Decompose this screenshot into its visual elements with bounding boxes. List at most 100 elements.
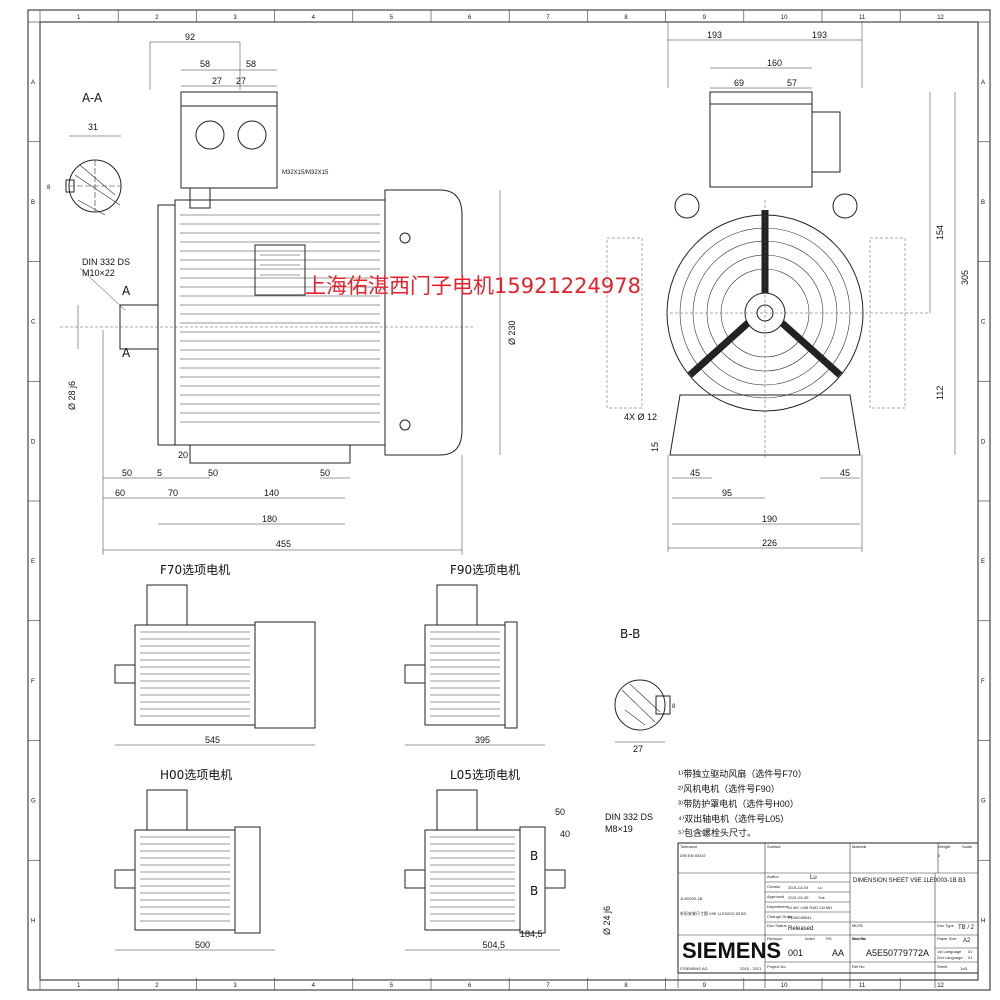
svg-text:15: 15: [650, 442, 660, 452]
variant-length: 395: [475, 735, 490, 745]
svg-text:Ø 28 j6: Ø 28 j6: [67, 381, 77, 410]
variant-title: F90选项电机: [450, 563, 520, 577]
svg-text:92: 92: [185, 32, 195, 42]
variant-length: 545: [205, 735, 220, 745]
svg-text:95: 95: [722, 488, 732, 498]
svg-text:Revision: Revision: [767, 936, 782, 941]
svg-text:PEA0038941: PEA0038941: [788, 915, 812, 920]
svg-text:Scale: Scale: [962, 844, 973, 849]
svg-text:01: 01: [968, 955, 973, 960]
svg-text:DIMENSION SHEET V9E 1LE0003-1B: DIMENSION SHEET V9E 1LE0003-1B B3: [853, 878, 966, 884]
svg-text:Lu: Lu: [818, 885, 822, 890]
row-label: G: [31, 799, 36, 805]
svg-text:112: 112: [935, 386, 945, 400]
siemens-logo: SIEMENS: [682, 938, 781, 963]
svg-text:A2: A2: [963, 938, 971, 944]
column-label: 9: [703, 983, 707, 989]
svg-text:⁵⁾包含螺栓头尺寸。: ⁵⁾包含螺栓头尺寸。: [678, 827, 756, 838]
svg-text:TB / 2: TB / 2: [958, 925, 975, 931]
variant-length: 504,5: [483, 940, 506, 950]
svg-text:Doc Type: Doc Type: [937, 923, 955, 928]
motor-body: [174, 199, 386, 446]
row-label: F: [31, 679, 35, 685]
svg-text:外形安装尺寸图 V9E 1LE0003-1B B3: 外形安装尺寸图 V9E 1LE0003-1B B3: [680, 910, 747, 916]
variant-0: F70选项电机 545: [114, 563, 316, 746]
svg-text:³⁾带防护罩电机（选件号H00）: ³⁾带防护罩电机（选件号H00）: [678, 798, 799, 809]
svg-text:Author: Author: [767, 874, 779, 879]
column-label: 3: [233, 983, 237, 989]
svg-text:Tolerance: Tolerance: [680, 844, 698, 849]
front-view: 193 193 160 69 57 154 305 112 4X Ø 12 15…: [606, 22, 970, 552]
svg-text:Project No: Project No: [767, 964, 786, 969]
variant-dim-d40: 40: [560, 829, 570, 839]
svg-text:27: 27: [212, 76, 222, 86]
svg-text:2015 - 2021: 2015 - 2021: [740, 966, 762, 971]
svg-text:Index: Index: [805, 936, 815, 941]
column-label: 9: [703, 15, 707, 21]
column-label: 1: [77, 983, 81, 989]
svg-text:B-B: B-B: [620, 627, 640, 641]
svg-text:Item No: Item No: [852, 936, 867, 941]
svg-text:A5E50779772A: A5E50779772A: [866, 948, 929, 958]
svg-text:1st Language: 1st Language: [937, 949, 962, 954]
svg-text:190: 190: [762, 514, 777, 524]
svg-text:2nd Language: 2nd Language: [937, 955, 963, 960]
row-label: G: [981, 799, 986, 805]
fan-cover: [384, 189, 463, 456]
side-view: A-A 31 8 M32X15/M32X15 92 58 58 27 27: [47, 32, 517, 555]
column-label: 5: [390, 983, 394, 989]
row-label: A: [31, 80, 35, 86]
svg-text:©SIEMENS AG: ©SIEMENS AG: [680, 966, 708, 971]
svg-text:193: 193: [812, 30, 827, 40]
column-label: 10: [781, 15, 788, 21]
svg-text:Released: Released: [788, 926, 813, 932]
svg-text:A: A: [122, 346, 131, 360]
svg-text:160: 160: [767, 58, 782, 68]
column-label: 4: [312, 983, 316, 989]
svg-text:AA: AA: [832, 948, 844, 958]
title-block: Tolerance DIN EN 50347 Surface Material …: [677, 842, 979, 988]
svg-text:Ø 230: Ø 230: [507, 320, 517, 345]
svg-text:58: 58: [200, 59, 210, 69]
column-label: 12: [937, 983, 944, 989]
svg-text:4X Ø 12: 4X Ø 12: [624, 412, 657, 422]
svg-text:27: 27: [633, 744, 643, 754]
svg-text:50: 50: [208, 468, 218, 478]
svg-text:Approved: Approved: [767, 894, 784, 899]
svg-text:70: 70: [168, 488, 178, 498]
svg-text:58: 58: [246, 59, 256, 69]
svg-text:180: 180: [262, 514, 277, 524]
row-label: E: [981, 559, 985, 565]
section-label-a: A-A: [82, 91, 103, 105]
svg-text:Material: Material: [852, 844, 866, 849]
svg-text:A: A: [122, 284, 131, 298]
row-label: C: [981, 320, 986, 326]
svg-text:Department: Department: [767, 904, 789, 909]
variant-title: F70选项电机: [160, 563, 230, 577]
variant-dim-dia: Ø 24 j6: [602, 906, 612, 935]
svg-text:27: 27: [236, 76, 246, 86]
column-label: 4: [312, 15, 316, 21]
svg-text:45: 45: [690, 468, 700, 478]
section-marker-b: B: [530, 849, 538, 863]
svg-text:001: 001: [788, 948, 803, 958]
svg-text:305: 305: [960, 270, 970, 285]
row-label: H: [981, 918, 985, 924]
svg-text:140: 140: [264, 488, 279, 498]
watermark: 上海佑湛西门子电机15921224978: [305, 274, 641, 298]
svg-text:8: 8: [47, 185, 51, 191]
svg-text:60: 60: [115, 488, 125, 498]
svg-text:MLFB: MLFB: [852, 923, 863, 928]
svg-text:50: 50: [320, 468, 330, 478]
svg-text:20: 20: [178, 450, 188, 460]
row-label: A: [981, 80, 985, 86]
column-label: 3: [233, 15, 237, 21]
svg-text:¹⁾带独立驱动风扇（选件号F70）: ¹⁾带独立驱动风扇（选件号F70）: [678, 768, 807, 779]
svg-text:Ref No: Ref No: [852, 964, 865, 969]
svg-text:45: 45: [840, 468, 850, 478]
column-label: 2: [155, 983, 159, 989]
svg-text:Weight: Weight: [938, 844, 951, 849]
